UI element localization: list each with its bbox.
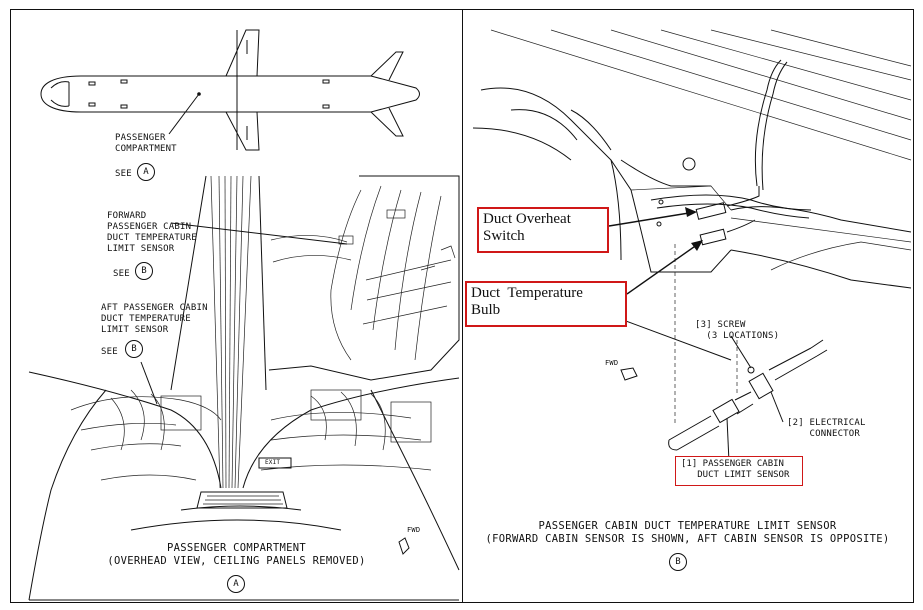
see-a-ref: A: [137, 163, 155, 181]
see-b2-prefix: SEE: [101, 347, 118, 357]
ceiling-perspective-view: [28, 175, 460, 601]
left-caption-line2: (OVERHEAD VIEW, CEILING PANELS REMOVED): [107, 555, 366, 567]
duct-temperature-bulb-callout: Duct Temperature Bulb: [465, 281, 627, 327]
passenger-cabin-duct-limit-sensor-box: [1] PASSENGER CABIN DUCT LIMIT SENSOR: [675, 456, 803, 486]
aft-sensor-label: AFT PASSENGER CABIN DUCT TEMPERATURE LIM…: [101, 303, 208, 335]
see-b2-ref: B: [125, 340, 143, 358]
left-caption-line1: PASSENGER COMPARTMENT: [166, 542, 307, 554]
panel-divider: [462, 10, 463, 602]
electrical-connector-label: [2] ELECTRICAL CONNECTOR: [787, 418, 866, 439]
left-fwd-label: FWD: [407, 526, 421, 534]
screw-label: [3] SCREW (3 LOCATIONS): [695, 320, 780, 341]
duct-structure-view: [472, 29, 912, 463]
right-caption-ref: B: [669, 553, 687, 571]
passenger-compartment-label: PASSENGER COMPARTMENT: [115, 133, 177, 154]
forward-sensor-label: FORWARD PASSENGER CABIN DUCT TEMPERATURE…: [107, 211, 197, 254]
diagram-frame: PASSENGER COMPARTMENT SEE A FORWARD PASS…: [10, 9, 914, 603]
exit-sign: EXIT: [265, 459, 281, 466]
duct-overheat-switch-callout: Duct Overheat Switch: [477, 207, 609, 253]
right-caption-line1: PASSENGER CABIN DUCT TEMPERATURE LIMIT S…: [538, 520, 837, 532]
see-a-prefix: SEE: [115, 169, 132, 179]
aircraft-top-view: [40, 29, 420, 151]
right-caption-line2: (FORWARD CABIN SENSOR IS SHOWN, AFT CABI…: [485, 533, 890, 545]
see-b1-ref: B: [135, 262, 153, 280]
diagram-line-art: [28, 29, 912, 601]
right-fwd-label: FWD: [605, 359, 619, 367]
see-b1-prefix: SEE: [113, 269, 130, 279]
left-caption-ref: A: [227, 575, 245, 593]
